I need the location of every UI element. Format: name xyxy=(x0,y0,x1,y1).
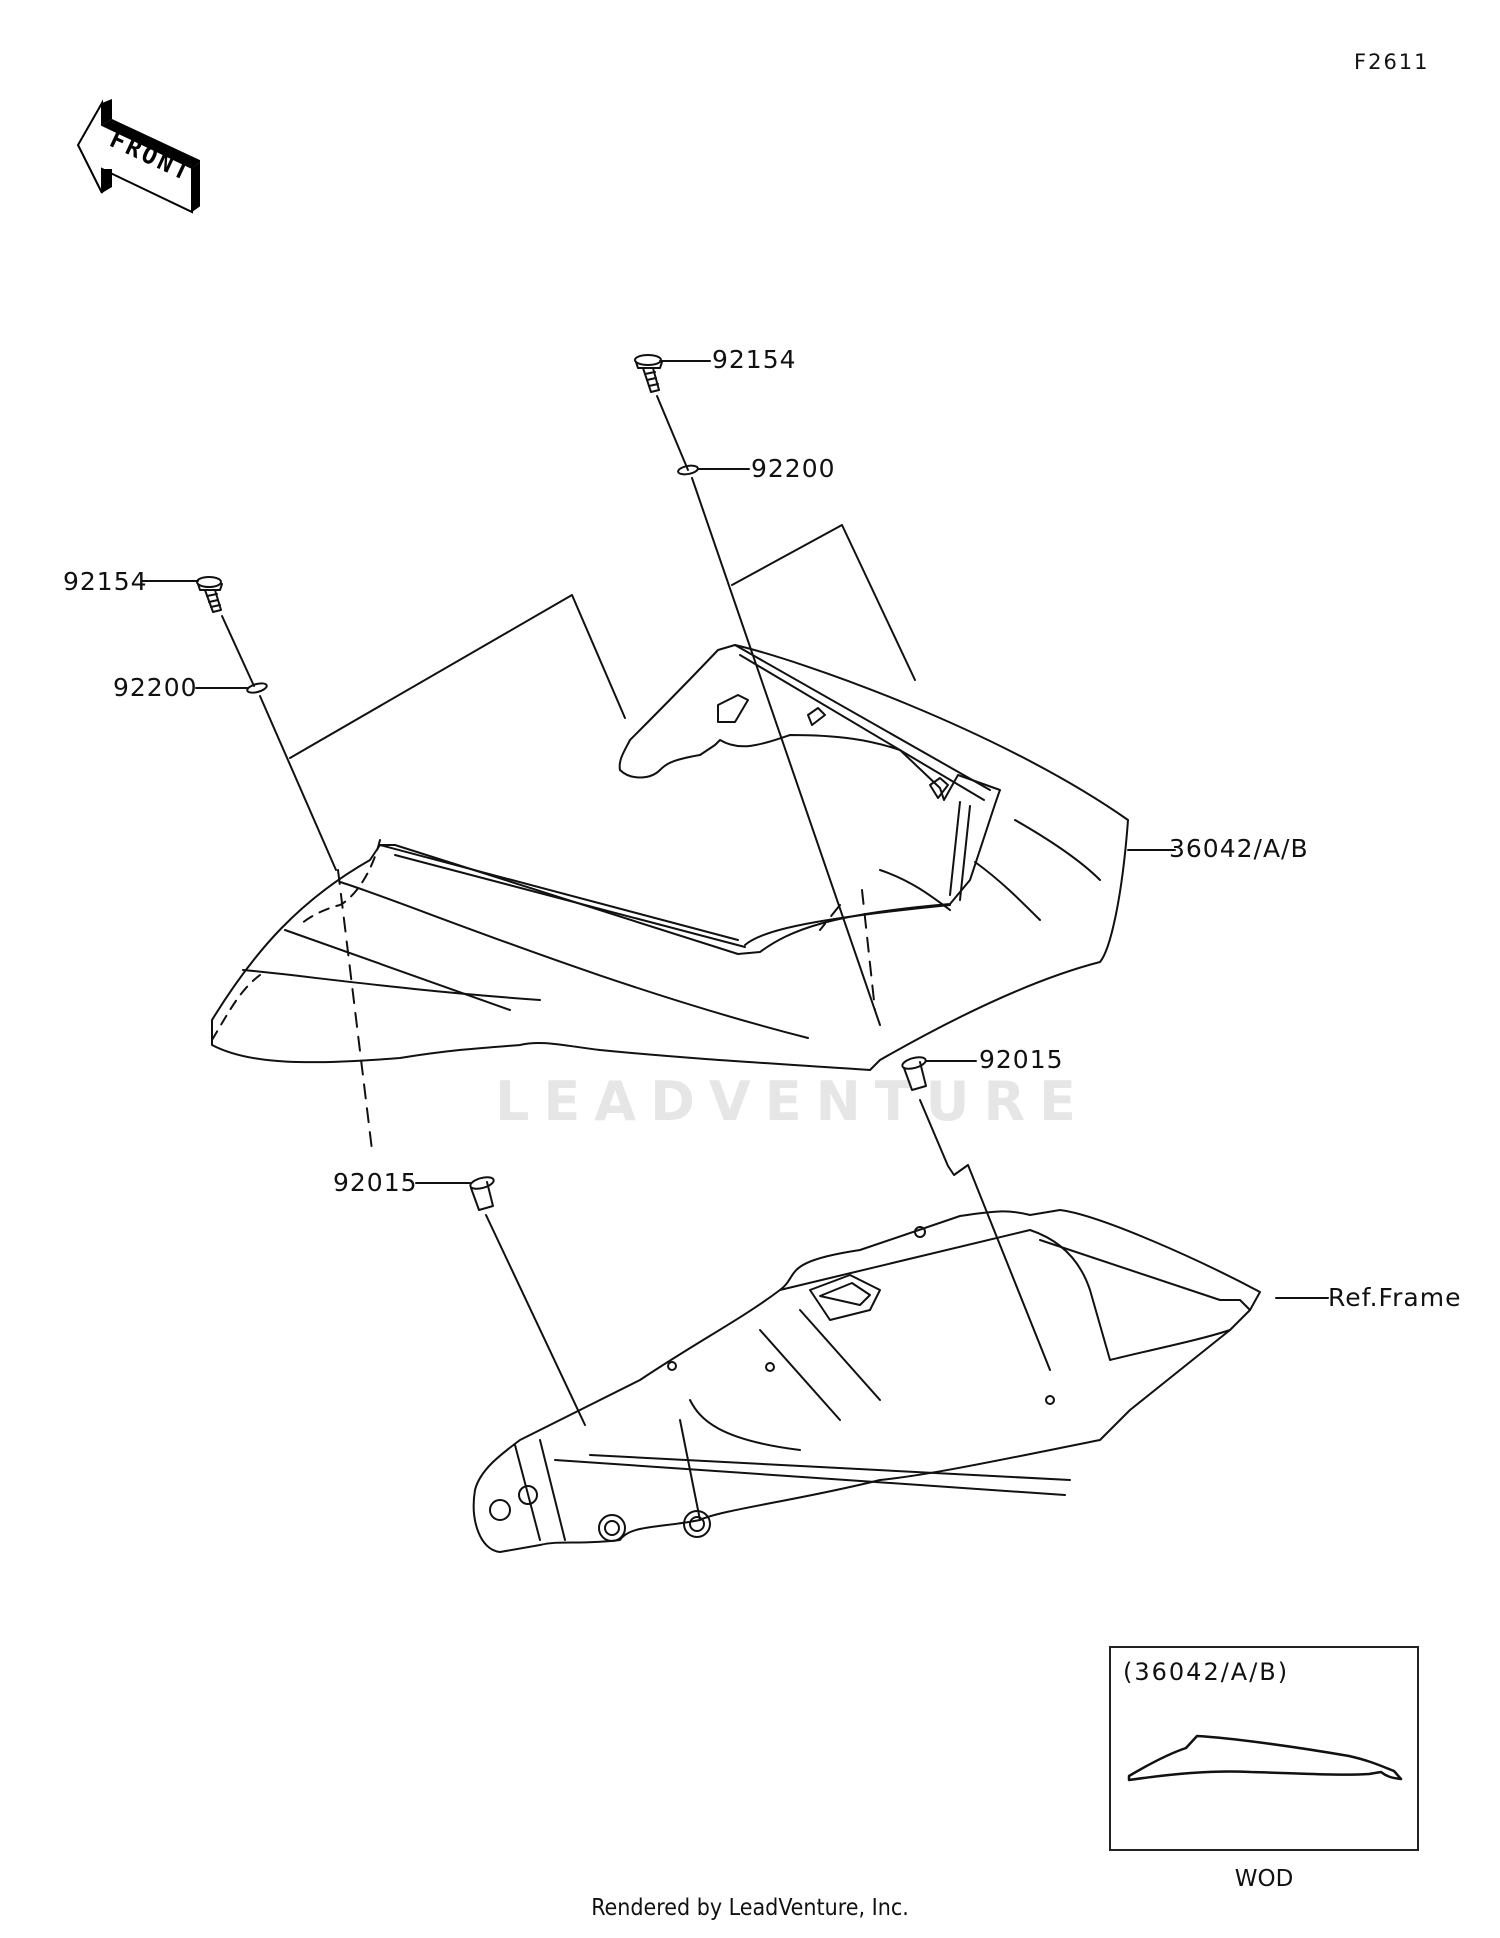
callout-ref-frame[interactable]: Ref.Frame xyxy=(1328,1283,1462,1312)
callout-92015-left[interactable]: 92015 xyxy=(333,1168,418,1197)
footer-credit: Rendered by LeadVenture, Inc. xyxy=(591,1895,909,1921)
inset-title: (36042/A/B) xyxy=(1123,1658,1290,1686)
bolt-icon xyxy=(196,576,223,613)
figure-code: F2611 xyxy=(1354,50,1430,74)
bolt-icon xyxy=(634,354,663,393)
collar-icon xyxy=(901,1056,927,1091)
collar-icon xyxy=(469,1176,495,1211)
seat-cover-side-view xyxy=(1127,1734,1403,1782)
callout-92200-upper[interactable]: 92200 xyxy=(751,454,836,483)
watermark: LEADVENTURE xyxy=(495,1070,1090,1133)
front-arrow-icon: FRONT xyxy=(76,99,200,214)
inset-caption: WOD xyxy=(1234,1866,1294,1892)
callout-92200-left[interactable]: 92200 xyxy=(113,673,198,702)
callout-92154-upper[interactable]: 92154 xyxy=(712,345,797,374)
washer-icon xyxy=(246,682,268,694)
variant-inset: (36042/A/B) xyxy=(1109,1646,1419,1851)
callout-92154-left[interactable]: 92154 xyxy=(63,567,148,596)
frame-outline xyxy=(472,1209,1261,1553)
seat-cover-outline xyxy=(211,644,1129,1071)
callout-36042-seat-cover[interactable]: 36042/A/B xyxy=(1169,834,1309,863)
callout-92015-right[interactable]: 92015 xyxy=(979,1045,1064,1074)
